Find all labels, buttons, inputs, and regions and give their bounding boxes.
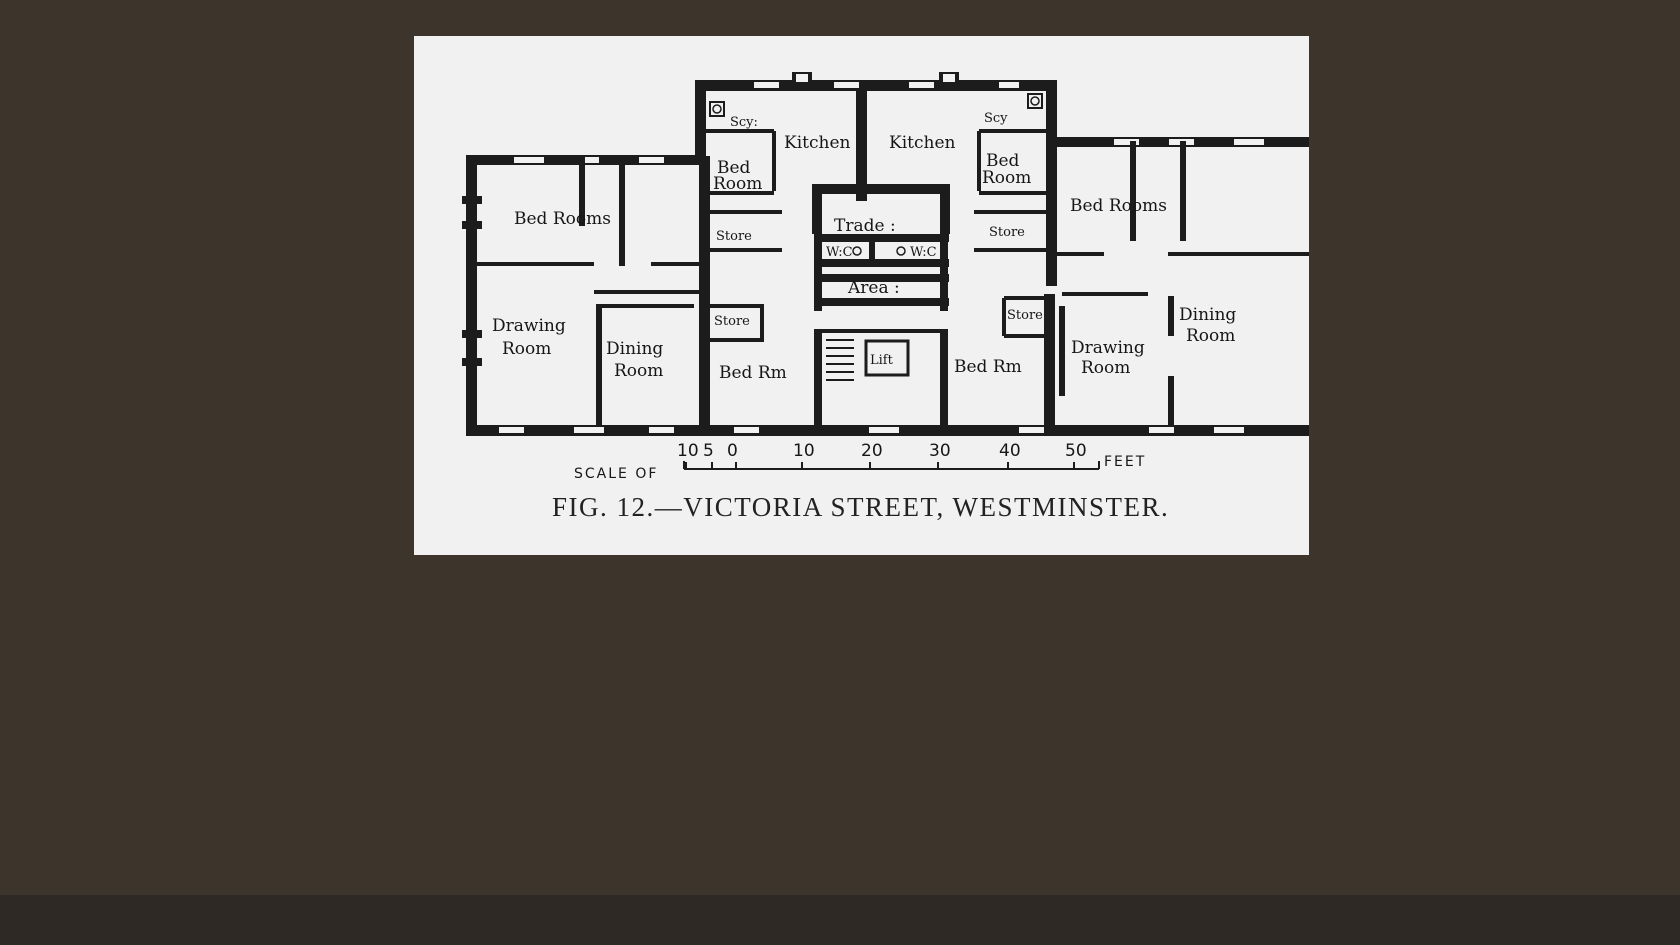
- scale-tick-label: 10: [677, 441, 699, 461]
- label-bed-room-right-1: Bed: [986, 151, 1020, 171]
- label-bed-rm-right: Bed Rm: [954, 357, 1022, 377]
- label-bed-rooms-left: Bed Rooms: [514, 209, 611, 229]
- label-store-upper-right: Store: [989, 225, 1025, 240]
- label-area: Area :: [847, 278, 900, 298]
- label-kitchen-right: Kitchen: [889, 133, 955, 153]
- label-bed-rm-left: Bed Rm: [719, 363, 787, 383]
- scale-tick-label: 30: [929, 441, 951, 461]
- label-store-lower-right: Store: [1007, 308, 1043, 323]
- label-scy-left: Scy:: [730, 115, 758, 130]
- label-drawing-room-left-1: Drawing: [492, 316, 566, 336]
- scale-prefix: SCALE OF: [574, 466, 658, 482]
- label-kitchen-left: Kitchen: [784, 133, 850, 153]
- figure-caption: FIG. 12.—VICTORIA STREET, WESTMINSTER.: [552, 492, 1169, 522]
- label-trade: Trade :: [834, 216, 896, 236]
- label-lift: Lift: [870, 353, 894, 368]
- scale-tick-label: 0: [727, 441, 738, 461]
- scale-tick-label: 10: [793, 441, 815, 461]
- label-drawing-room-right-2: Room: [1081, 358, 1130, 378]
- label-dining-room-left-1: Dining: [606, 339, 663, 359]
- label-bed-room-left-2: Room: [713, 174, 762, 194]
- interior-walls: [474, 91, 1309, 426]
- floor-plan-plate: Bed Rooms Bed Rooms Drawing Room Dining …: [414, 36, 1309, 555]
- label-scy-right: Scy: [984, 111, 1008, 126]
- label-store-upper-left: Store: [716, 229, 752, 244]
- label-drawing-room-left-2: Room: [502, 339, 551, 359]
- label-drawing-room-right-1: Drawing: [1071, 338, 1145, 358]
- label-wc-left: W:C: [826, 245, 853, 260]
- label-dining-room-right-2: Room: [1186, 326, 1235, 346]
- label-bed-room-left-1: Bed: [717, 158, 751, 178]
- scale-suffix: FEET: [1104, 454, 1146, 470]
- scale-tick-label: 50: [1065, 441, 1087, 461]
- bottom-bar: [0, 895, 1680, 945]
- floor-plan-drawing: Bed Rooms Bed Rooms Drawing Room Dining …: [462, 72, 1309, 522]
- image-viewer: Bed Rooms Bed Rooms Drawing Room Dining …: [414, 36, 1309, 555]
- label-dining-room-left-2: Room: [614, 361, 663, 381]
- scale-tick-label: 5: [703, 441, 714, 461]
- label-dining-room-right-1: Dining: [1179, 305, 1236, 325]
- label-bed-room-right-2: Room: [982, 168, 1031, 188]
- scale-tick-label: 40: [999, 441, 1021, 461]
- label-store-lower-left: Store: [714, 314, 750, 329]
- scale-tick-label: 20: [861, 441, 883, 461]
- room-labels: Bed Rooms Bed Rooms Drawing Room Dining …: [492, 111, 1236, 383]
- label-wc-right: W:C: [910, 245, 937, 260]
- label-bed-rooms-right: Bed Rooms: [1070, 196, 1167, 216]
